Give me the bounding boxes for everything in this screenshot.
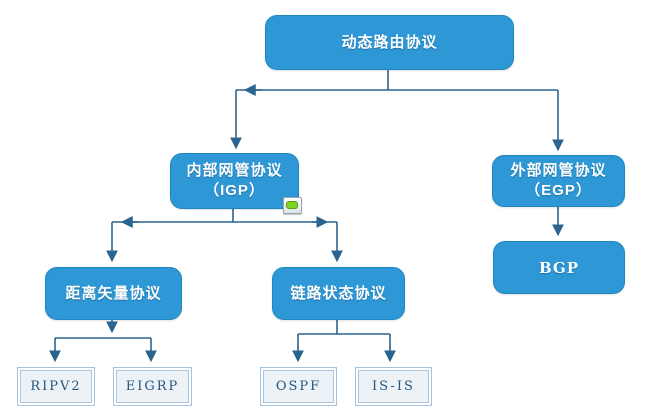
node-ospf: OSPF bbox=[260, 367, 337, 406]
node-bgp: BGP bbox=[493, 241, 625, 294]
node-distance-vector-protocol: 距离矢量协议 bbox=[45, 267, 182, 320]
node-label-line2: （IGP） bbox=[204, 182, 265, 199]
node-interior-gateway-protocol: 内部网管协议 （IGP） bbox=[170, 153, 299, 209]
node-label: RIPV2 bbox=[30, 379, 82, 394]
node-label-line2: （EGP） bbox=[525, 182, 592, 199]
node-label: OSPF bbox=[275, 379, 322, 394]
node-label: EIGRP bbox=[125, 379, 180, 394]
node-label: 距离矢量协议 bbox=[65, 284, 162, 302]
node-link-state-protocol: 链路状态协议 bbox=[272, 267, 405, 320]
node-is-is: IS-IS bbox=[355, 367, 432, 406]
collapse-badge-green-bar bbox=[286, 201, 298, 209]
node-ripv2: RIPV2 bbox=[17, 367, 95, 406]
node-exterior-gateway-protocol: 外部网管协议 （EGP） bbox=[492, 155, 625, 207]
node-label: 链路状态协议 bbox=[290, 284, 387, 302]
node-label-line1: 外部网管协议 bbox=[510, 162, 607, 179]
node-label: IS-IS bbox=[372, 379, 415, 394]
node-label: 动态路由协议 bbox=[341, 33, 438, 51]
node-eigrp: EIGRP bbox=[113, 367, 192, 406]
collapse-badge-icon bbox=[283, 197, 302, 214]
node-dynamic-routing-protocol: 动态路由协议 bbox=[265, 15, 514, 70]
node-label-line1: 内部网管协议 bbox=[186, 162, 283, 179]
node-label: BGP bbox=[538, 258, 580, 277]
